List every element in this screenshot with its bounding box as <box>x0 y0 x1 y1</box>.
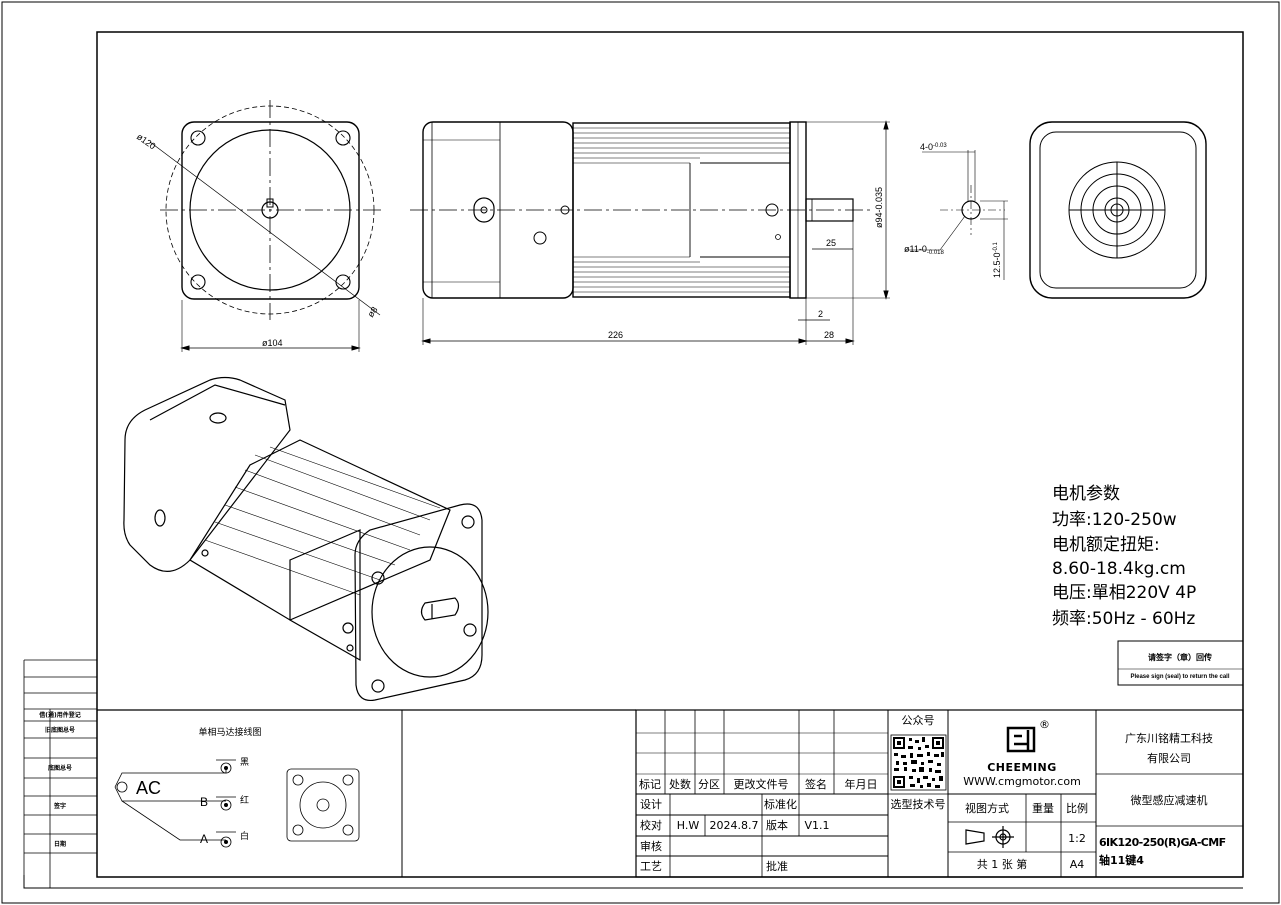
tb-selection: 选型技术号 <box>891 797 946 811</box>
tb-check-date: 2024.8.7 <box>710 819 759 832</box>
dim-key: 4-0-0.03 <box>920 142 947 152</box>
dim-2: 2 <box>818 309 823 319</box>
params-title: 电机参数 <box>1052 484 1120 504</box>
shaft-section <box>905 150 1008 280</box>
tb-weight: 重量 <box>1032 801 1054 815</box>
tb-scale-label: 比例 <box>1066 801 1088 815</box>
left-r3: 底图总号 <box>48 764 72 772</box>
dim-dia-120: ø120 <box>135 131 158 151</box>
return-cn: 请签字（章）回传 <box>1148 652 1212 662</box>
motor-params: 电机参数 功率:120-250w 电机额定扭矩: 8.60-18.4kg.cm … <box>1052 484 1196 629</box>
dim-226: 226 <box>608 330 623 340</box>
tb-qr-label: 公众号 <box>902 714 935 727</box>
tb-company-2: 有限公司 <box>1147 751 1191 765</box>
side-view <box>410 120 890 345</box>
tb-version-label: 版本 <box>766 818 788 832</box>
params-power: 功率:120-250w <box>1052 510 1177 530</box>
tb-version: V1.1 <box>804 819 829 832</box>
dim-bolt: ø8 <box>365 305 379 319</box>
tb-product: 微型感应减速机 <box>1131 793 1208 807</box>
tb-review: 审核 <box>640 839 662 853</box>
dim-dia-104: ø104 <box>262 338 283 348</box>
tb-mark: 标记 <box>639 777 661 791</box>
wiring-b: B <box>200 795 208 809</box>
left-r5: 日期 <box>54 840 66 848</box>
tb-process: 工艺 <box>640 860 662 873</box>
tb-registered: ® <box>1039 718 1050 731</box>
dim-height: 12.5-0-0.1 <box>992 241 1002 278</box>
tb-date: 年月日 <box>845 777 878 791</box>
qr-code-icon <box>890 734 947 791</box>
tb-sign: 签名 <box>805 777 827 791</box>
wiring-white: 白 <box>240 830 249 841</box>
return-en: Please sign (seal) to return the call <box>1130 674 1229 680</box>
wiring-a: A <box>200 832 208 846</box>
inner-border <box>96 31 1244 878</box>
return-box: 请签字（章）回传 Please sign (seal) to return th… <box>1117 640 1244 686</box>
tb-brand: CHEEMING <box>987 761 1057 774</box>
dim-25: 25 <box>826 238 836 248</box>
tb-total: 共 1 张 第 <box>977 857 1028 871</box>
wiring-title: 单相马达接线图 <box>198 726 261 737</box>
tb-view-method: 视图方式 <box>965 801 1009 815</box>
tb-count: 处数 <box>669 778 691 791</box>
title-block: 标记 处数 分区 更改文件号 签名 年月日 设计 标准化 校对 H.W 2024… <box>635 709 1244 878</box>
tb-doc: 更改文件号 <box>734 777 789 791</box>
tb-zone: 分区 <box>698 778 720 791</box>
left-r2: 旧底图总号 <box>45 726 75 734</box>
tb-approve: 批准 <box>766 859 788 873</box>
wiring-red: 红 <box>240 794 249 805</box>
tb-checker: H.W <box>677 819 700 832</box>
left-r4: 签字 <box>53 802 66 810</box>
dim-dia-94: ø94-0.035 <box>874 187 884 228</box>
params-torque-value: 8.60-18.4kg.cm <box>1052 559 1186 579</box>
wiring-black: 黑 <box>240 757 249 767</box>
tb-part-1: 6IK120-250(R)GA-CMF <box>1099 836 1226 849</box>
rear-view <box>1029 121 1207 299</box>
cooling-fins <box>573 127 790 293</box>
params-torque-label: 电机额定扭矩: <box>1052 535 1160 555</box>
tb-design: 设计 <box>640 798 662 811</box>
cheeming-logo-icon <box>1006 726 1036 753</box>
tb-scale: 1:2 <box>1068 832 1086 845</box>
wiring-diagram: 单相马达接线图 AC B A 黑 红 白 <box>97 709 636 877</box>
tb-website: WWW.cmgmotor.com <box>963 775 1081 788</box>
tb-company-1: 广东川铭精工科技 <box>1125 731 1213 745</box>
dim-shaft: ø11-0-0.018 <box>904 244 945 256</box>
params-voltage: 电压:單相220V 4P <box>1052 583 1196 603</box>
tb-part-2: 轴11键4 <box>1099 853 1144 867</box>
params-frequency: 频率:50Hz - 60Hz <box>1052 609 1195 629</box>
left-strip: 借(通)用件登记 旧底图总号 底图总号 签字 日期 <box>23 659 97 888</box>
tb-check: 校对 <box>640 818 662 832</box>
tb-size: A4 <box>1070 858 1085 871</box>
tb-standard: 标准化 <box>764 797 797 811</box>
isometric-view <box>123 376 489 702</box>
dim-28: 28 <box>824 330 834 340</box>
wiring-ac: AC <box>136 778 161 798</box>
projection-symbol-icon <box>965 826 1014 848</box>
left-r1: 借(通)用件登记 <box>38 711 81 719</box>
front-view <box>149 100 385 352</box>
